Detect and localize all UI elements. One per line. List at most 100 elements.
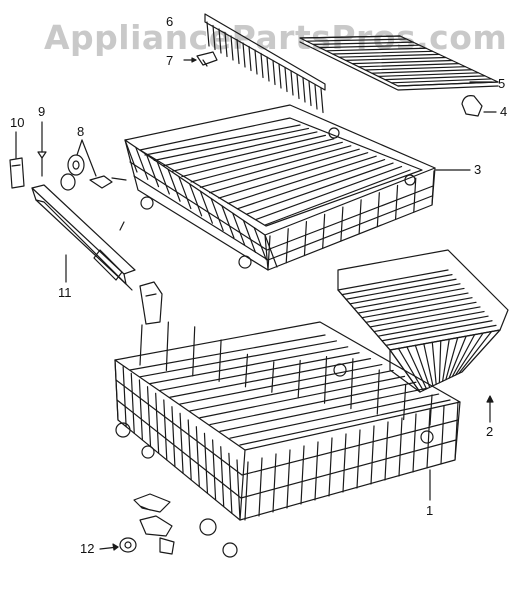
- wire-detail: [243, 43, 245, 67]
- callout-8: 8: [77, 124, 85, 139]
- part-10-end-cap: [10, 132, 24, 188]
- part-6-tine-row: [205, 14, 325, 113]
- wire-detail: [249, 47, 251, 71]
- wire-detail: [315, 85, 317, 109]
- wire-detail: [272, 362, 274, 392]
- wire-detail: [303, 78, 305, 102]
- wire-detail: [378, 73, 478, 77]
- callout-7: 7: [166, 53, 174, 68]
- wire-detail: [254, 228, 266, 260]
- wire-detail: [156, 393, 159, 453]
- wire-detail: [301, 446, 304, 504]
- wire-detail: [237, 460, 240, 520]
- wire-detail: [298, 361, 300, 398]
- wire-detail: [265, 170, 410, 225]
- wire-detail: [365, 67, 465, 70]
- wire-detail: [191, 142, 342, 182]
- wire-detail: [268, 236, 270, 270]
- wire-detail: [359, 64, 459, 67]
- part-1-lower-rack: [115, 322, 460, 557]
- wire-detail: [366, 302, 476, 322]
- wire-detail: [354, 288, 464, 308]
- part-9-screw: [38, 122, 46, 176]
- wire-detail: [247, 163, 394, 214]
- wire-detail: [300, 36, 400, 38]
- callout-5: 5: [498, 76, 506, 91]
- wire-detail: [346, 279, 456, 299]
- wire-detail: [163, 132, 316, 166]
- wire-detail: [362, 298, 472, 318]
- wire-detail: [261, 54, 263, 78]
- wire-detail: [130, 335, 325, 370]
- wire-detail: [323, 214, 325, 248]
- wire-detail: [407, 347, 427, 389]
- wire-detail: [359, 200, 361, 234]
- wire-detail: [391, 79, 491, 83]
- wire-detail: [180, 365, 382, 405]
- wire-detail: [256, 167, 402, 220]
- wire-detail: [338, 270, 448, 290]
- callout-4: 4: [500, 104, 508, 119]
- wire-detail: [229, 453, 232, 513]
- wire-detail: [424, 344, 433, 386]
- wire-detail: [370, 307, 480, 327]
- wire-detail: [357, 430, 360, 488]
- wire-detail: [414, 178, 416, 212]
- wire-detail: [343, 434, 346, 492]
- wire-detail: [219, 153, 368, 198]
- wire-detail: [315, 442, 318, 500]
- wire-detail: [180, 413, 183, 473]
- wire-detail: [333, 51, 433, 54]
- wire-detail: [233, 213, 245, 245]
- wire-detail: [325, 357, 327, 404]
- wire-detail: [221, 447, 224, 507]
- wire-detail: [136, 147, 148, 179]
- wire-detail: [339, 54, 439, 57]
- wire-detail: [222, 206, 234, 238]
- callout-1: 1: [426, 503, 434, 518]
- wire-detail: [213, 26, 215, 50]
- wire-detail: [172, 407, 175, 467]
- wire-detail: [459, 332, 492, 374]
- wire-detail: [399, 418, 402, 476]
- callout-9: 9: [38, 104, 46, 119]
- wire-detail: [386, 325, 496, 345]
- wire-detail: [273, 61, 275, 85]
- wire-detail: [190, 184, 202, 216]
- wire-detail: [358, 293, 468, 313]
- wire-detail: [190, 370, 393, 410]
- wire-detail: [321, 89, 323, 113]
- wire-detail: [273, 454, 276, 512]
- wire-detail: [173, 135, 326, 171]
- part-8-rollers: [61, 140, 126, 190]
- wire-detail: [307, 39, 407, 41]
- wire-detail: [329, 438, 332, 496]
- wire-detail: [439, 341, 440, 383]
- wire-detail: [228, 156, 376, 203]
- wire-detail: [279, 64, 281, 88]
- wire-detail: [219, 29, 221, 53]
- wire-detail: [342, 275, 452, 295]
- part-3-upper-rack: [125, 105, 470, 270]
- wire-detail: [210, 149, 360, 192]
- wire-detail: [430, 395, 432, 425]
- wire-detail: [145, 125, 300, 155]
- part-7-clip: [184, 52, 217, 66]
- wire-detail: [259, 458, 262, 516]
- wire-detail: [237, 40, 239, 64]
- wire-detail: [123, 367, 126, 427]
- wire-detail: [210, 382, 416, 424]
- wire-detail: [377, 193, 379, 227]
- wire-detail: [309, 82, 311, 106]
- wire-detail: [313, 42, 413, 44]
- wire-detail: [452, 335, 474, 377]
- wire-detail: [455, 402, 458, 460]
- wire-detail: [220, 388, 427, 431]
- wire-detail: [182, 139, 334, 177]
- wire-detail: [341, 207, 343, 241]
- wire-detail: [255, 50, 257, 74]
- callout-11: 11: [58, 285, 72, 300]
- wire-detail: [219, 340, 221, 381]
- wire-detail: [150, 347, 348, 384]
- wire-detail: [286, 229, 288, 263]
